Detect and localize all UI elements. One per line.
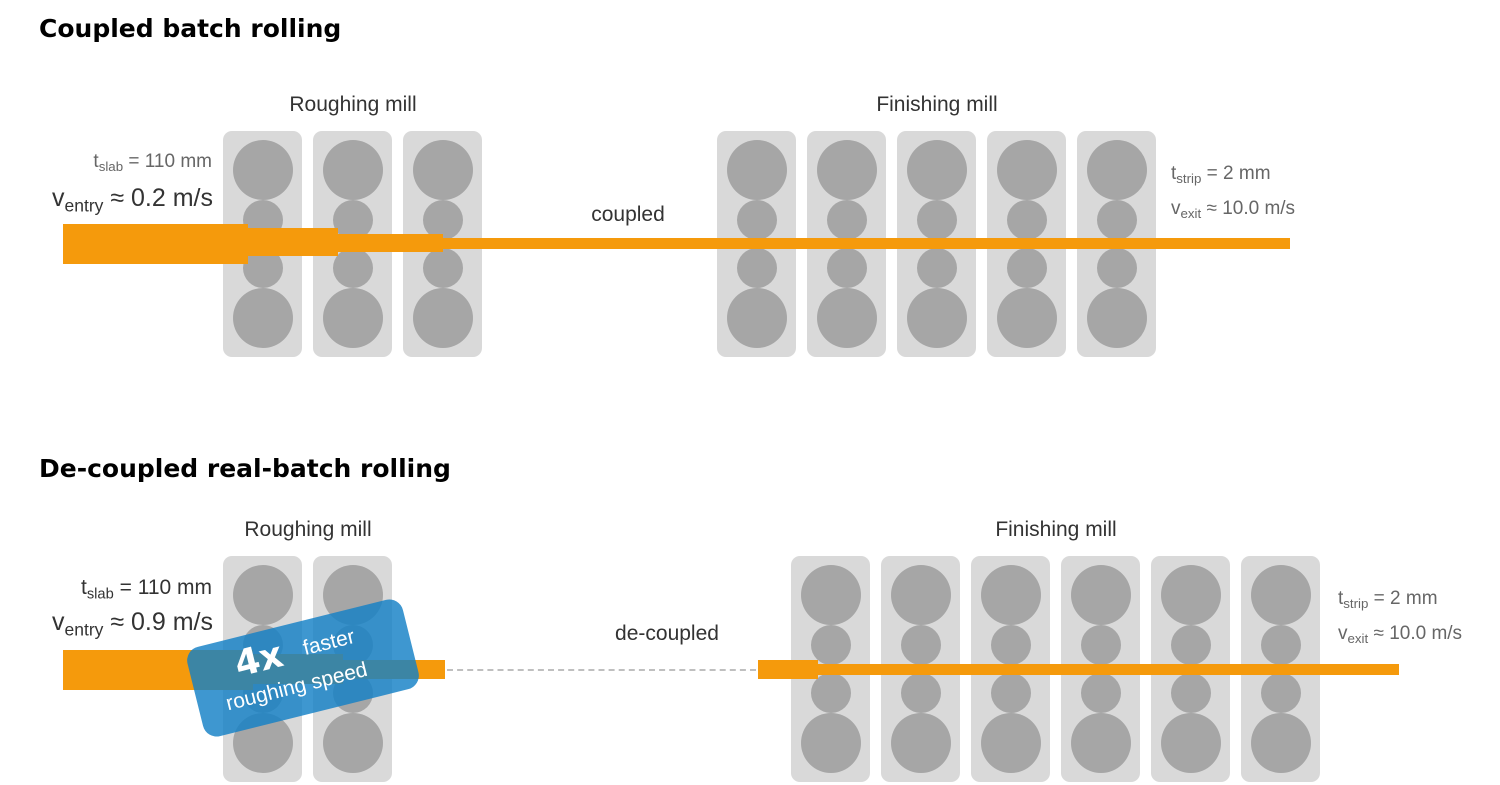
speed-factor: 4x — [230, 634, 288, 686]
backup-roll — [997, 288, 1057, 348]
backup-roll — [233, 288, 293, 348]
work-roll — [811, 673, 851, 713]
work-roll — [991, 673, 1031, 713]
decoupled-label: de-coupled — [615, 622, 719, 645]
backup-roll — [907, 140, 967, 200]
entry-speed-decoupled: ventry ≈ 0.9 m/s — [52, 608, 213, 640]
work-roll — [737, 200, 777, 240]
work-roll — [1007, 248, 1047, 288]
finishing-mill-label-decoupled: Finishing mill — [995, 518, 1117, 541]
work-roll — [991, 625, 1031, 665]
coupled-label: coupled — [591, 203, 665, 226]
work-roll — [917, 200, 957, 240]
backup-roll — [1251, 713, 1311, 773]
strip-thickness-coupled: tstrip = 2 mm — [1171, 163, 1271, 186]
work-roll — [1097, 200, 1137, 240]
backup-roll — [981, 565, 1041, 625]
backup-roll — [801, 713, 861, 773]
strip-thickness-decoupled: tstrip = 2 mm — [1338, 588, 1438, 611]
backup-roll — [323, 288, 383, 348]
backup-roll — [727, 288, 787, 348]
backup-roll — [817, 288, 877, 348]
work-roll — [1171, 625, 1211, 665]
backup-roll — [323, 713, 383, 773]
work-roll — [1081, 673, 1121, 713]
slab-thickness-coupled: tslab = 110 mm — [93, 151, 212, 174]
work-roll — [737, 248, 777, 288]
backup-roll — [801, 565, 861, 625]
work-roll — [811, 625, 851, 665]
backup-roll — [1071, 565, 1131, 625]
slab-thickness-decoupled: tslab = 110 mm — [80, 576, 212, 603]
backup-roll — [323, 140, 383, 200]
backup-roll — [233, 565, 293, 625]
backup-roll — [817, 140, 877, 200]
roughing-mill-label-decoupled: Roughing mill — [244, 518, 372, 541]
roughing-mill-label-coupled: Roughing mill — [289, 93, 417, 116]
backup-roll — [1161, 713, 1221, 773]
backup-roll — [891, 565, 951, 625]
backup-roll — [233, 140, 293, 200]
exit-speed-decoupled: vexit ≈ 10.0 m/s — [1338, 623, 1463, 646]
backup-roll — [413, 140, 473, 200]
work-roll — [1081, 625, 1121, 665]
work-roll — [901, 673, 941, 713]
backup-roll — [727, 140, 787, 200]
entry-speed-coupled: ventry ≈ 0.2 m/s — [52, 184, 213, 216]
backup-roll — [907, 288, 967, 348]
backup-roll — [1161, 565, 1221, 625]
backup-roll — [1087, 140, 1147, 200]
speed-badge-line1: faster — [300, 624, 358, 660]
work-roll — [827, 200, 867, 240]
backup-roll — [981, 713, 1041, 773]
decoupled-gap-line — [447, 669, 756, 671]
backup-roll — [1251, 565, 1311, 625]
finishing-mill-label-coupled: Finishing mill — [876, 93, 998, 116]
work-roll — [423, 248, 463, 288]
section-title-coupled: Coupled batch rolling — [39, 14, 342, 43]
work-roll — [1261, 673, 1301, 713]
backup-roll — [891, 713, 951, 773]
work-roll — [1007, 200, 1047, 240]
work-roll — [1097, 248, 1137, 288]
work-roll — [1261, 625, 1301, 665]
work-roll — [917, 248, 957, 288]
work-roll — [333, 200, 373, 240]
work-roll — [423, 200, 463, 240]
work-roll — [901, 625, 941, 665]
work-roll — [1171, 673, 1211, 713]
backup-roll — [413, 288, 473, 348]
backup-roll — [997, 140, 1057, 200]
backup-roll — [1071, 713, 1131, 773]
exit-speed-coupled: vexit ≈ 10.0 m/s — [1171, 198, 1296, 221]
work-roll — [827, 248, 867, 288]
backup-roll — [1087, 288, 1147, 348]
section-title-decoupled: De-coupled real-batch rolling — [39, 454, 451, 483]
work-roll — [333, 248, 373, 288]
